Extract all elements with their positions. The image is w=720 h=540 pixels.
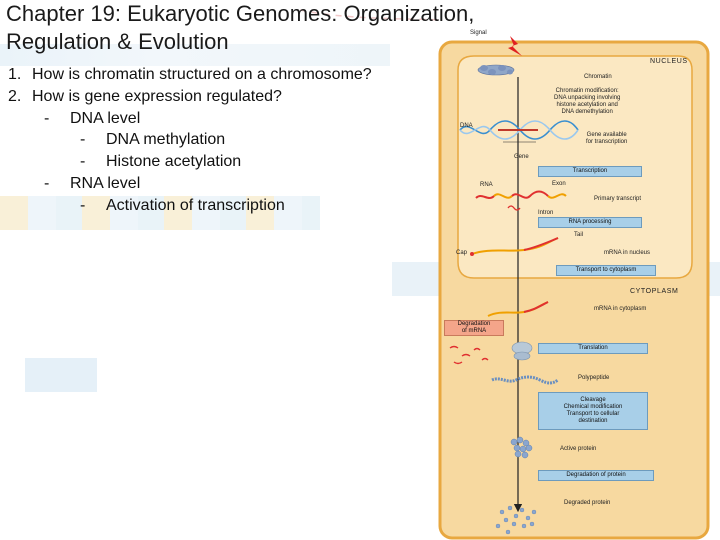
transport-cytoplasm-box: Transport to cytoplasm [556, 265, 656, 276]
degraded-mrna-graphic [449, 345, 489, 365]
degraded-protein-label: Degraded protein [564, 500, 611, 506]
translation-box: Translation [538, 343, 648, 354]
active-protein-graphic [510, 436, 533, 459]
gene-expression-diagram: Signal NUCLEUS Chromatin Chromatin modif… [388, 30, 720, 540]
background-band-top [0, 44, 390, 66]
outline-marker: 2. [8, 87, 22, 105]
slide-title: Chapter 19: Eukaryotic Genomes: Organiza… [6, 0, 474, 56]
rna-processing-box: RNA processing [538, 217, 642, 228]
primary-transcript-graphic [475, 195, 495, 199]
outline-marker: - [80, 131, 86, 149]
nucleus-label: NUCLEUS [650, 58, 688, 65]
outline-text: RNA level [70, 174, 141, 192]
background-dashed-curve [299, 9, 441, 21]
intron-graphic [507, 205, 521, 211]
polypeptide-graphic [491, 375, 559, 385]
outline-text: DNA level [70, 109, 141, 127]
chromatin-modification-label: Chromatin modification: DNA unpacking in… [554, 88, 621, 115]
exon-label: Exon [552, 181, 566, 187]
mrna-cytoplasm-label: mRNA in cytoplasm [594, 306, 647, 312]
outline-text: Histone acetylation [106, 153, 242, 171]
transcription-box: Transcription [538, 166, 642, 177]
background-tile-left [25, 358, 97, 392]
mrna-nucleus-label: mRNA in nucleus [604, 250, 651, 256]
slide-title-line2: Regulation & Evolution [6, 29, 229, 54]
outline-marker: 1. [8, 66, 22, 83]
gene-available-label: Gene available for transcription [586, 132, 628, 145]
outline-marker: - [80, 153, 86, 171]
active-protein-label: Active protein [560, 446, 597, 452]
outline-marker: - [44, 174, 50, 192]
ribosome-graphic [511, 341, 533, 361]
degradation-protein-box: Degradation of protein [538, 470, 654, 481]
chromatin-label: Chromatin [584, 74, 612, 80]
dna-helix-graphic [459, 120, 579, 143]
intron-label: Intron [538, 210, 554, 216]
signal-label: Signal [470, 30, 487, 36]
outline-marker: - [44, 109, 50, 127]
outline-marker: - [80, 196, 86, 214]
background-band-tiles [0, 196, 320, 230]
degradation-mrna-box: Degradation of mRNA [444, 320, 504, 336]
outline-text: DNA methylation [106, 131, 226, 149]
outline-text: How is gene expression regulated? [32, 87, 282, 105]
rna-label: RNA [480, 182, 493, 188]
primary-transcript-label: Primary transcript [594, 196, 642, 202]
tail-label: Tail [574, 232, 584, 238]
polypeptide-label: Polypeptide [578, 375, 610, 381]
dna-label: DNA [460, 123, 473, 129]
cytoplasm-label: CYTOPLASM [630, 288, 679, 295]
cleavage-box: Cleavage Chemical modification Transport… [538, 392, 648, 430]
cap-label: Cap [456, 250, 468, 256]
slide-title-line1: Chapter 19: Eukaryotic Genomes: Organiza… [6, 1, 475, 26]
chromatin-graphic [477, 64, 515, 76]
gene-label: Gene [514, 154, 529, 160]
outline-text: Activation of transcription [106, 196, 285, 214]
outline-text: How is chromatin structured on a chromos… [32, 66, 372, 83]
degraded-protein-graphic [495, 505, 537, 535]
signal-bolt-icon [508, 36, 522, 56]
